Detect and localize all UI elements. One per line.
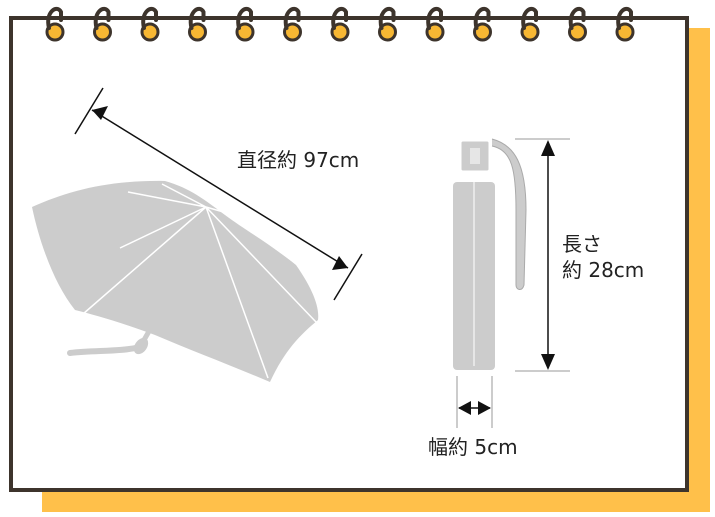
umbrella-top-rim [456, 171, 497, 183]
diameter-arrow-end [332, 256, 348, 270]
diameter-label: 直径約 97cm [237, 148, 360, 172]
spiral-ring [568, 6, 587, 42]
spiral-ring [615, 6, 635, 42]
umbrella-grip [133, 337, 149, 355]
width-arrow-left [458, 401, 471, 415]
spiral-ring [330, 6, 350, 42]
width-arrow-right [478, 401, 491, 415]
spiral-ring [473, 6, 492, 42]
length-arrow-bottom [541, 354, 555, 370]
spiral-ring [93, 6, 112, 42]
diameter-dimension [74, 87, 363, 301]
umbrella-canopy [32, 180, 319, 382]
diameter-arrow-start [92, 106, 108, 120]
length-arrow-top [541, 140, 555, 156]
spiral-binding [45, 6, 635, 42]
spiral-ring [235, 6, 255, 42]
spiral-ring [520, 6, 540, 42]
length-dimension [515, 138, 570, 372]
umbrella-ribs [82, 183, 317, 379]
spiral-ring [283, 6, 302, 42]
umbrella-cap-window [470, 148, 480, 164]
width-label: 幅約 5cm [428, 435, 518, 459]
umbrella-strap [491, 138, 527, 290]
length-label-value: 約 28cm [562, 258, 645, 282]
spiral-ring [425, 6, 445, 42]
length-label: 長さ 約 28cm [562, 231, 644, 283]
length-label-title: 長さ [562, 232, 602, 256]
spiral-ring [188, 6, 207, 42]
folded-umbrella-illustration [453, 138, 527, 370]
spiral-ring [378, 6, 397, 42]
spiral-ring [140, 6, 160, 42]
width-dimension [456, 376, 493, 428]
open-umbrella-illustration [32, 180, 319, 382]
spiral-ring [45, 6, 65, 42]
